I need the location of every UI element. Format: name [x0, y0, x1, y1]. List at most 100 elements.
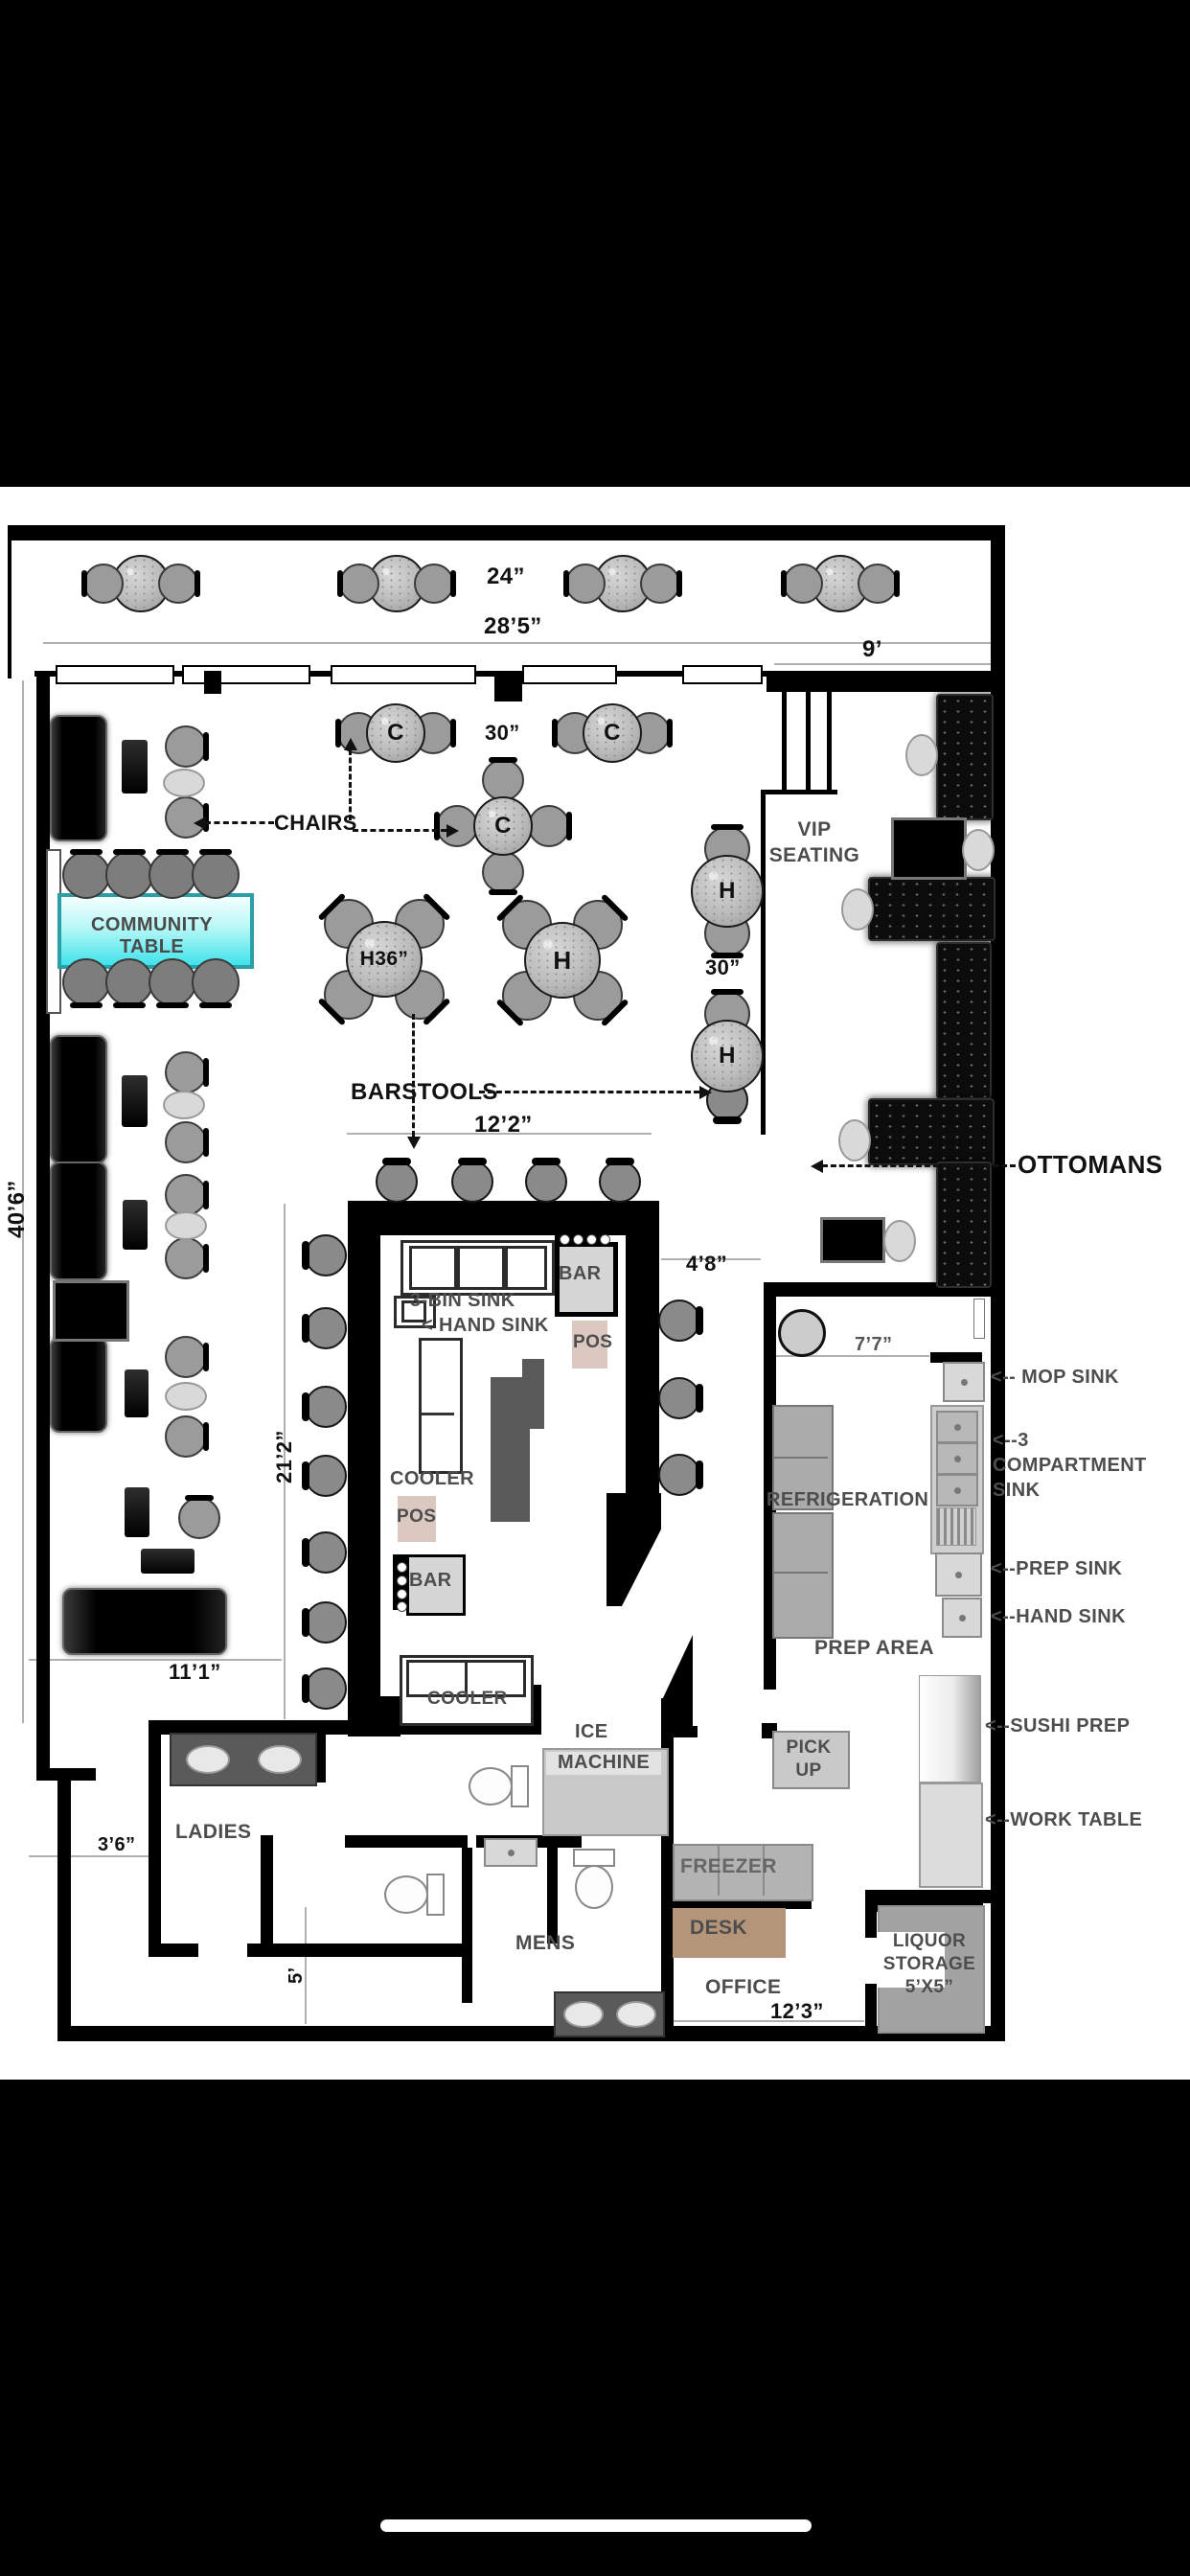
bottle-dot	[585, 1233, 597, 1245]
sink-basin	[258, 1745, 302, 1774]
toilet	[468, 1765, 529, 1810]
ottoman-oval	[962, 829, 995, 871]
hand-sink-label: <--HAND SINK	[991, 1606, 1126, 1627]
ottomans-label: OTTOMANS	[1018, 1150, 1163, 1179]
compartment-sink-label: <--3 COMPARTMENT SINK	[993, 1430, 1147, 1501]
seat-back	[781, 569, 787, 598]
seat-back	[203, 1057, 209, 1088]
chairs-arrow-left	[194, 816, 274, 830]
chair	[81, 564, 124, 604]
seat-back	[422, 892, 451, 922]
high-table: H	[691, 855, 764, 928]
booth-table	[123, 1200, 148, 1250]
seat-back	[676, 569, 682, 598]
wall-kitchen-top	[764, 1282, 992, 1297]
wall-liquor-left-a	[865, 1903, 877, 1938]
pos-station	[398, 1496, 436, 1542]
barstool	[658, 1454, 703, 1496]
dim-line-21-2	[284, 1204, 286, 1719]
freezer-label: FREEZER	[680, 1855, 777, 1877]
dim-30-top: 30”	[485, 721, 520, 745]
seat-back	[696, 1305, 703, 1336]
table-square	[53, 1280, 129, 1342]
chair	[62, 849, 110, 899]
cooler-label-bottom: COOLER	[427, 1689, 508, 1709]
high-table: H	[524, 922, 601, 999]
dim-line-12-3	[661, 2020, 864, 2022]
bar-hand-sink-basin	[401, 1300, 426, 1322]
wall-stub-bottom-left	[36, 1768, 96, 1781]
seat-back	[434, 811, 440, 841]
wall-mop-stub	[930, 1352, 982, 1363]
ottoman-oval	[841, 888, 874, 931]
cocktail-table: C	[473, 796, 533, 856]
seat-back	[302, 1313, 309, 1344]
chair	[158, 564, 200, 604]
vip-bench	[868, 1098, 995, 1165]
desk-label: DESK	[690, 1917, 747, 1939]
chairs-arrow-right	[353, 824, 459, 838]
bottle-dot	[396, 1561, 407, 1573]
bottle-dot	[396, 1575, 407, 1586]
seat-back	[450, 718, 456, 748]
toilet-bowl	[384, 1875, 428, 1914]
seat-back	[302, 1392, 309, 1422]
cocktail-table-letter: C	[604, 720, 621, 746]
ottoman-oval	[165, 1382, 207, 1411]
chair	[482, 851, 524, 895]
seat-back	[422, 997, 451, 1026]
seat-back	[566, 811, 572, 841]
bottle-dot	[396, 1588, 407, 1599]
compartment-sink-bowl	[936, 1411, 978, 1443]
dim-line-4-8	[661, 1258, 761, 1260]
window-2	[182, 665, 310, 684]
prep-sink-label: <--PREP SINK	[991, 1558, 1123, 1579]
dim-24: 24”	[487, 564, 525, 589]
seat-back	[712, 1116, 743, 1124]
prep-round-table	[778, 1309, 826, 1357]
chair	[165, 1174, 209, 1216]
high-table-letter: H	[719, 878, 736, 904]
dim-line-11-1	[29, 1659, 282, 1661]
wall-left-outer	[36, 671, 50, 1770]
dim-12-3: 12’3”	[770, 1999, 824, 2023]
barstools-label: BARSTOOLS	[351, 1079, 498, 1105]
bottle-dot	[559, 1233, 570, 1245]
seat-back	[195, 569, 200, 598]
wall-hall-v	[462, 1848, 472, 2003]
chair	[414, 564, 456, 604]
barstool	[302, 1307, 347, 1349]
ladies-label: LADIES	[175, 1821, 252, 1843]
work-table-label: <--WORK TABLE	[985, 1809, 1143, 1830]
seat-back	[381, 1158, 412, 1165]
home-indicator[interactable]	[380, 2519, 812, 2532]
dim-11-1: 11’1”	[169, 1660, 221, 1684]
refrigeration-label: REFRIGERATION	[767, 1489, 929, 1510]
wall-liquor-left-b	[865, 1984, 877, 2032]
seat-back	[488, 889, 518, 895]
chair	[528, 805, 572, 847]
barstool	[525, 1158, 567, 1203]
seat-back	[667, 718, 673, 748]
drainboard	[936, 1507, 976, 1546]
pick-up-label: PICK UP	[786, 1737, 832, 1781]
seat-back	[184, 1495, 215, 1501]
chair	[192, 958, 240, 1008]
bar-counter-top	[348, 1201, 659, 1235]
window-4	[522, 665, 617, 684]
dim-line-40-6	[22, 680, 24, 1723]
freezer-divider	[718, 1846, 720, 1896]
bar-counter-island	[522, 1359, 544, 1429]
booth	[50, 1035, 107, 1163]
barstool	[599, 1158, 641, 1203]
seat-back	[112, 849, 147, 855]
door-stub	[494, 671, 522, 702]
chair	[105, 958, 153, 1008]
ottoman-oval	[163, 769, 205, 797]
booth-table	[125, 1487, 149, 1537]
pick-up-station	[772, 1731, 850, 1789]
chairs-label: CHAIRS	[274, 811, 357, 835]
hand-sink-bar-label: < HAND SINK	[422, 1315, 549, 1336]
barstool	[302, 1234, 347, 1276]
refrigeration-unit	[772, 1512, 834, 1639]
